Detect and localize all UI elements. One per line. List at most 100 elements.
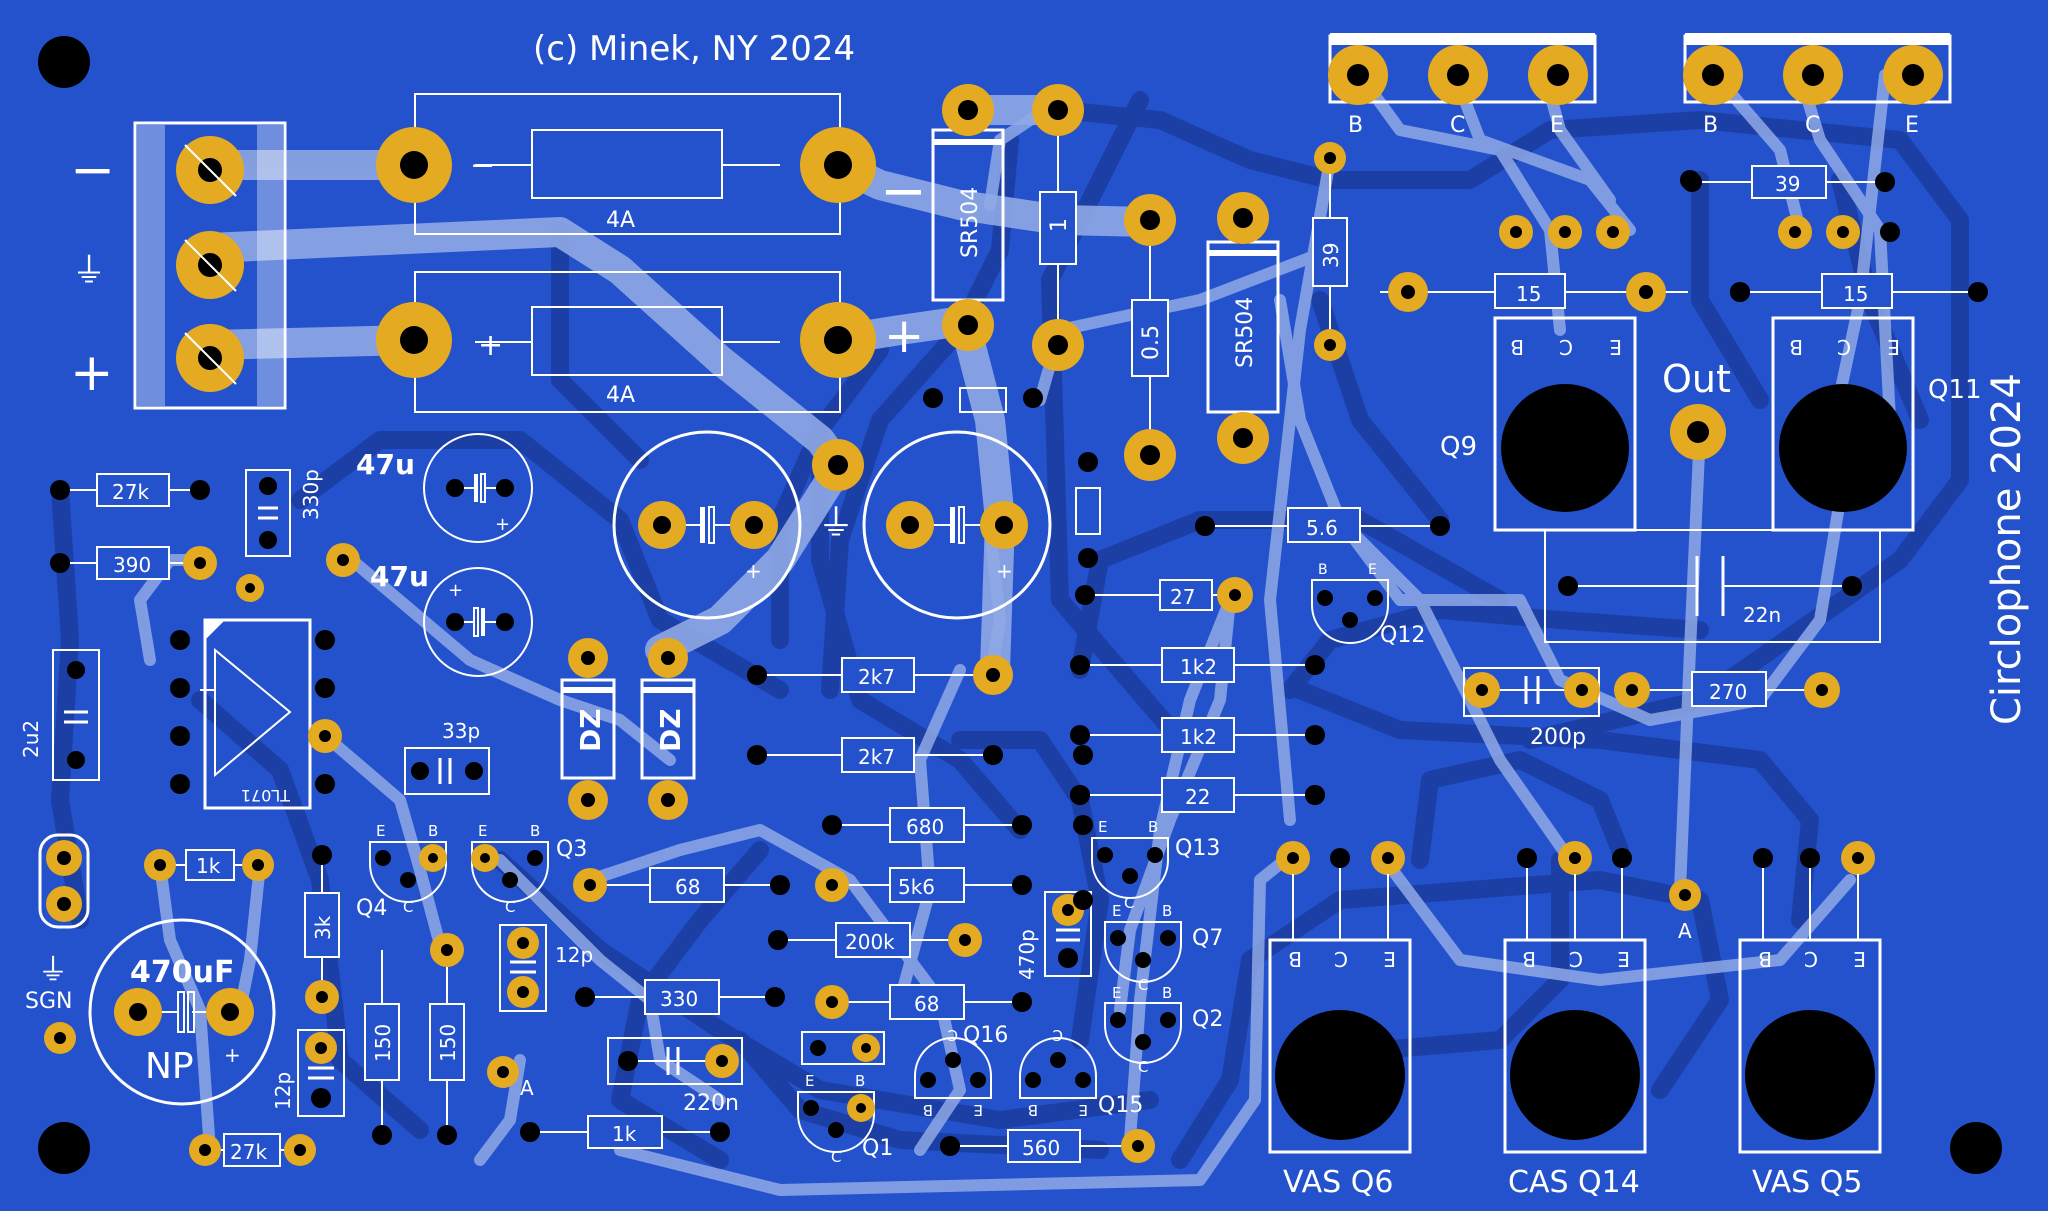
pin-label: C: [1334, 947, 1348, 971]
resistor-68-a: 68: [573, 867, 790, 903]
resistor-0-5: 0.5: [1124, 194, 1176, 481]
pin-label: C: [948, 1026, 958, 1044]
resistor-label: 15: [1516, 282, 1541, 306]
power-transistor-vas-q5: B C E VAS Q5: [1738, 841, 1882, 1200]
resistor-270: 270: [1614, 671, 1840, 708]
resistor-label: 5k6: [898, 875, 935, 899]
transistor-label: Q3: [556, 837, 587, 862]
diode-sr504-b: SR504: [1206, 192, 1280, 464]
diode-label: SR504: [1233, 297, 1258, 368]
rail-plus-sign: +: [884, 308, 924, 364]
resistor-200k: 200k: [768, 922, 982, 958]
resistor-label: 68: [914, 992, 939, 1016]
pin-label: B: [1522, 947, 1536, 971]
pin-label: B: [1288, 947, 1302, 971]
transistor-q11: 15 B C E Q11: [1730, 215, 1988, 532]
pin-label: C: [831, 1148, 841, 1166]
pin-label: E: [376, 822, 385, 840]
transistor-label: Q1: [862, 1136, 893, 1161]
transistor-q15: B E C Q15: [1019, 1026, 1143, 1119]
power-transistor-cas-q14: B C E CAS Q14: [1503, 841, 1647, 1200]
pin-label: B: [1162, 902, 1172, 920]
pin-label: E: [805, 1072, 814, 1090]
transistor-label: Q15: [1098, 1093, 1143, 1118]
pin-label: E: [1079, 1101, 1088, 1119]
pin-label: C: [1837, 335, 1851, 359]
resistor-1k2-b: 1k2: [1070, 717, 1325, 753]
pin-label: E: [1609, 335, 1622, 359]
pin-label: B: [530, 822, 540, 840]
fuse-label: 4A: [606, 383, 635, 408]
resistor-1k-input: 1k: [144, 849, 274, 881]
input-jack: [38, 833, 90, 929]
pin-label: E: [1853, 947, 1866, 971]
pin-label: C: [1138, 976, 1148, 994]
transistor-label: Q7: [1192, 926, 1223, 951]
sgn-label: SGN: [25, 989, 72, 1014]
pin-label: B: [1510, 335, 1524, 359]
capacitor-label: 12p: [271, 1072, 295, 1110]
rail-minus-sign: −: [880, 159, 927, 224]
diode-label: SR504: [958, 187, 983, 258]
capacitor-label: 47u: [356, 448, 415, 481]
pin-label: E: [478, 822, 487, 840]
capacitor-plus: +: [495, 514, 510, 535]
pin-label: E: [1112, 902, 1121, 920]
capacitor-470uf-np: 470uF NP +: [88, 918, 276, 1106]
power-transistor-label: VAS Q5: [1752, 1165, 1862, 1200]
transistor-q16: B E C Q16: [914, 1023, 1008, 1119]
pin-label: E: [1112, 984, 1121, 1002]
resistor-label: 5.6: [1306, 516, 1338, 540]
opamp-tl071: TL071: [170, 543, 360, 810]
capacitor-label: 220n: [683, 1091, 739, 1116]
connector-minus: −: [70, 138, 115, 201]
resistor-label: 3k: [311, 915, 335, 940]
resistor-label: 150: [436, 1024, 460, 1062]
capacitor-label: 470uF: [130, 955, 234, 990]
fuse-polarity: +: [478, 328, 503, 363]
transistor-label: Q16: [963, 1023, 1008, 1048]
fuse-label: 4A: [606, 208, 635, 233]
copyright-text: (c) Minek, NY 2024: [533, 29, 855, 69]
pin-label: B: [1162, 984, 1172, 1002]
pin-label: B: [1758, 947, 1772, 971]
capacitor-220n: 220n: [607, 1037, 743, 1116]
fuse-top: 4A −: [376, 93, 876, 235]
resistor-label: 200k: [845, 930, 895, 954]
pin-label: B: [1028, 1101, 1038, 1119]
ic-label: TL071: [241, 786, 291, 805]
test-point-a-left: A: [487, 1056, 534, 1100]
resistor-label: 1k2: [1180, 655, 1217, 679]
power-transistor-label: CAS Q14: [1508, 1165, 1640, 1200]
capacitor-label: 12p: [555, 943, 593, 967]
capacitor-330p: 330p: [245, 469, 323, 557]
transistor-label: Q12: [1380, 623, 1425, 648]
capacitor-np-label: NP: [145, 1046, 194, 1087]
capacitor-label: 33p: [442, 719, 480, 743]
capacitor-22n: 22n: [1544, 529, 1881, 643]
transistor-q1: E B C Q1: [797, 1072, 893, 1166]
capacitor-12p-a: 12p: [499, 924, 593, 1012]
test-point-label: A: [520, 1076, 534, 1100]
pin-label: B: [855, 1072, 865, 1090]
zener-b: DZ: [640, 638, 696, 820]
power-connector: − ⏚ +: [70, 121, 287, 410]
resistor-label: 150: [371, 1024, 395, 1062]
capacitor-label: 470p: [1015, 929, 1039, 980]
capacitor-12p-b: 12p: [271, 1029, 345, 1117]
output-pad: Out: [1662, 357, 1731, 460]
resistor-3k: 3k: [304, 845, 340, 1014]
pin-label: B: [1318, 562, 1328, 578]
resistor-label: 390: [113, 553, 151, 577]
resistor-label: 27: [1170, 585, 1195, 609]
signal-ground: ⏚ SGN: [25, 953, 76, 1054]
capacitor-47u-a: + 47u: [356, 433, 533, 543]
zener-label: DZ: [654, 708, 687, 752]
resistor-1k-bottom: 1k: [520, 1115, 730, 1149]
pin-label: C: [505, 898, 515, 916]
transistor-label: Q4: [356, 896, 387, 921]
resistor-label: 1k: [612, 1122, 637, 1146]
transistor-q7: E B C Q7: [1104, 902, 1223, 994]
pin-label: C: [1569, 947, 1583, 971]
pin-label: E: [1905, 113, 1919, 138]
